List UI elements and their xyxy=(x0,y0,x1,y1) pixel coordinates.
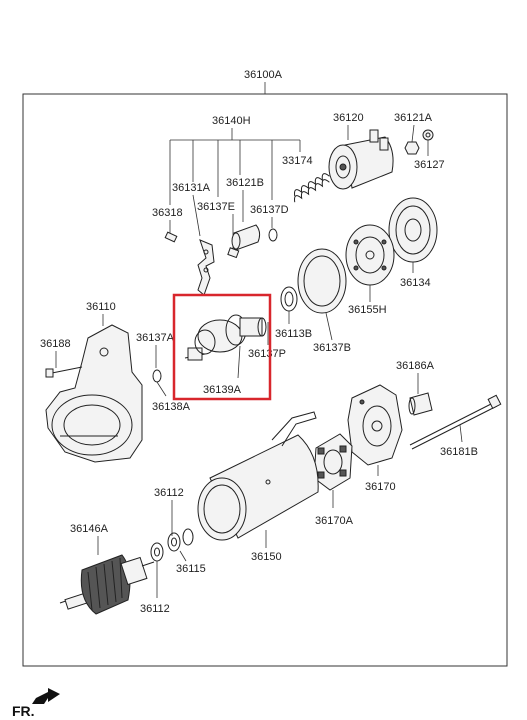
leader-36139A xyxy=(237,345,241,379)
label-36137P: 36137P xyxy=(248,348,286,360)
leader-36181B xyxy=(459,424,463,443)
label-36121A: 36121A xyxy=(394,112,433,124)
washer-36113B xyxy=(280,286,298,312)
yoke-36150 xyxy=(197,411,319,541)
label-36138A: 36138A xyxy=(152,401,191,413)
ring-gear-36137B xyxy=(297,248,347,314)
leader-36138A xyxy=(156,381,167,397)
label-36110: 36110 xyxy=(86,301,116,313)
label-36115: 36115 xyxy=(176,563,206,575)
label-36139A: 36139A xyxy=(203,384,242,396)
direction-label: FR. xyxy=(12,703,35,719)
cover-36134 xyxy=(388,197,438,263)
label-36146A: 36146A xyxy=(70,523,109,535)
label-36186A: 36186A xyxy=(396,360,435,372)
nut-36121A xyxy=(404,141,420,155)
label-33174: 33174 xyxy=(282,155,313,167)
leader-36121A xyxy=(411,124,415,143)
label-36170: 36170 xyxy=(365,481,396,493)
overrunning-clutch-36139A xyxy=(184,314,267,361)
label-36137D: 36137D xyxy=(250,204,289,216)
label-36112-lower: 36112 xyxy=(140,603,170,615)
washer-36115 xyxy=(167,532,181,552)
plunger-36121B xyxy=(231,224,261,251)
ring-36137D xyxy=(268,228,278,242)
leader-36137B xyxy=(325,312,333,341)
label-36181B: 36181B xyxy=(440,446,478,458)
pin-36318 xyxy=(164,231,178,243)
through-bolt-36181B xyxy=(409,394,502,450)
assembly-frame xyxy=(22,93,508,667)
label-36140H: 36140H xyxy=(212,115,251,127)
bush-36186A xyxy=(408,392,433,416)
label-36188: 36188 xyxy=(40,338,71,350)
spring-33174 xyxy=(294,173,330,203)
label-36121B: 36121B xyxy=(226,177,264,189)
label-36134: 36134 xyxy=(400,277,431,289)
front-arrow-icon xyxy=(32,688,60,704)
label-36120: 36120 xyxy=(333,112,364,124)
label-36137E: 36137E xyxy=(197,201,235,213)
bolt-36188 xyxy=(45,366,83,378)
label-36170A: 36170A xyxy=(315,515,354,527)
shift-lever-36131A xyxy=(197,239,215,296)
washer-36112-upper xyxy=(182,528,194,546)
label-36318: 36318 xyxy=(152,207,183,219)
solenoid-36120 xyxy=(328,129,394,190)
gear-housing-36155H xyxy=(345,224,395,286)
washer-36127 xyxy=(422,129,434,141)
label-36137A: 36137A xyxy=(136,332,175,344)
brush-holder-36170A xyxy=(313,433,353,491)
rear-bracket-36170 xyxy=(347,384,403,466)
label-36155H: 36155H xyxy=(348,304,387,316)
label-36150: 36150 xyxy=(251,551,282,563)
label-36113B: 36113B xyxy=(275,328,312,340)
label-36137B: 36137B xyxy=(313,342,351,354)
label-36100A: 36100A xyxy=(244,69,283,81)
label-36131A: 36131A xyxy=(172,182,211,194)
washer-36112-lower xyxy=(150,542,164,562)
armature-36146A xyxy=(59,554,155,615)
ring-36137A xyxy=(152,369,162,383)
label-36127: 36127 xyxy=(414,159,445,171)
front-bracket-36110 xyxy=(45,324,143,463)
leader-36115 xyxy=(179,550,187,562)
highlight-box xyxy=(172,293,272,401)
leader-36131A xyxy=(192,194,201,237)
label-36112-upper: 36112 xyxy=(154,487,184,499)
